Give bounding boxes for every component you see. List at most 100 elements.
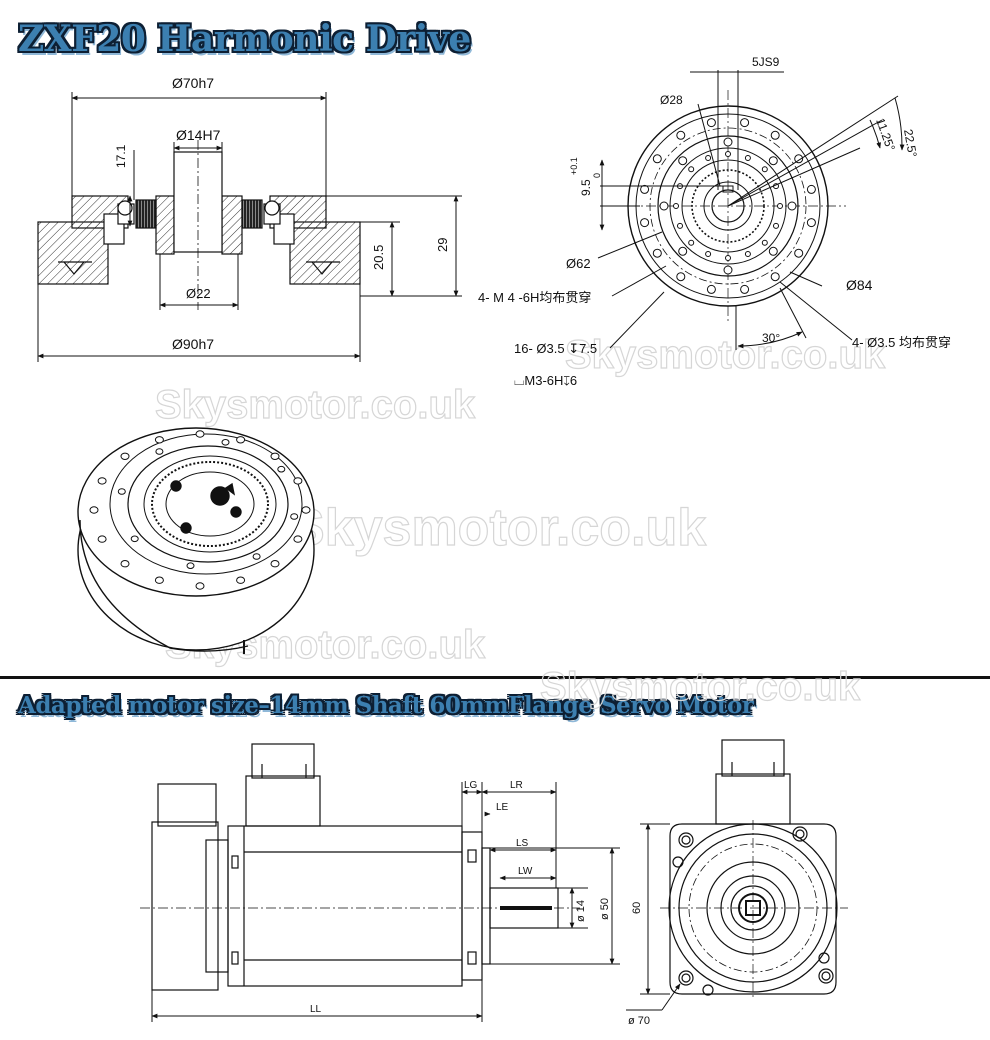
label-angle-22-5: 22.5° <box>901 128 920 158</box>
dim-22: Ø22 <box>186 286 211 301</box>
mounting-hole <box>277 465 286 473</box>
mounting-hole <box>740 284 750 294</box>
harmonic-3d-view <box>77 427 315 654</box>
dim-17-1: 17.1 <box>114 144 128 168</box>
mounting-hole <box>117 488 126 495</box>
mounting-hole <box>652 154 662 164</box>
mounting-hole <box>293 535 303 543</box>
label-m4-holes: 4- M 4 -6H均布贯穿 <box>478 290 591 305</box>
mounting-hole <box>186 562 195 570</box>
mounting-hole <box>195 582 205 590</box>
mounting-hole <box>794 154 804 164</box>
mounting-hole <box>89 506 99 514</box>
motor-side-labels: LG LR LE LS LW ø 14 ø 50 LL <box>310 780 611 1015</box>
mounting-hole <box>659 201 669 211</box>
label-h-9-5: 9.5 <box>579 179 593 196</box>
mounting-hole <box>770 130 780 140</box>
mounting-hole <box>270 560 280 568</box>
label-d84: Ø84 <box>846 277 873 293</box>
mounting-hole <box>806 184 816 194</box>
3d-view-holes <box>89 430 311 590</box>
mounting-hole <box>761 166 768 173</box>
mounting-hole <box>777 203 783 209</box>
watermark-5: Skysmotor.co.uk <box>540 665 861 709</box>
label-lg: LG <box>464 780 478 791</box>
mounting-hole <box>725 151 731 157</box>
label-d14: ø 14 <box>575 900 587 922</box>
mounting-hole <box>120 452 130 460</box>
mounting-hole <box>706 118 716 128</box>
mounting-hole <box>673 203 679 209</box>
mounting-hole <box>97 477 107 485</box>
label-d62: Ø62 <box>566 256 591 271</box>
mounting-hole <box>768 156 778 166</box>
motor-front-dimensions <box>626 823 681 1011</box>
mounting-hole <box>723 137 733 147</box>
dim-20-5: 20.5 <box>371 245 386 270</box>
mounting-hole <box>761 239 768 246</box>
section-dimensions <box>37 92 462 362</box>
label-lr: LR <box>510 780 523 791</box>
mounting-hole <box>806 218 816 228</box>
mounting-hole <box>301 506 311 514</box>
label-tol-zero: 0 <box>592 173 602 178</box>
mounting-hole <box>154 436 164 444</box>
mounting-hole <box>676 272 686 282</box>
front-view-holes <box>640 118 816 294</box>
label-d28: Ø28 <box>660 93 683 107</box>
mounting-hole <box>787 201 797 211</box>
mounting-hole <box>678 246 688 256</box>
mounting-hole <box>773 222 779 229</box>
mounting-hole <box>794 248 804 258</box>
mounting-hole <box>293 477 303 485</box>
section-divider <box>0 676 990 679</box>
mounting-hole <box>640 184 650 194</box>
label-angle-30: 30° <box>762 331 780 345</box>
mounting-hole <box>640 218 650 228</box>
mounting-hole <box>723 265 733 275</box>
label-keyway: 5JS9 <box>752 55 780 69</box>
dim-outer-90: Ø90h7 <box>172 336 214 352</box>
mounting-hole <box>120 560 130 568</box>
motor-front-view <box>660 739 848 1000</box>
mounting-hole <box>652 248 662 258</box>
mounting-hole <box>221 439 230 446</box>
label-tol-plus: +0.1 <box>569 157 579 175</box>
mounting-hole <box>770 272 780 282</box>
harmonic-cross-section <box>37 140 361 310</box>
label-le: LE <box>496 802 509 813</box>
mounting-hole <box>744 155 751 161</box>
label-60: 60 <box>631 902 643 914</box>
mounting-hole <box>688 239 695 246</box>
mounting-hole <box>195 430 205 438</box>
watermark-1: Skysmotor.co.uk <box>155 383 476 427</box>
label-d50: ø 50 <box>599 898 611 920</box>
mounting-hole <box>706 284 716 294</box>
mounting-hole <box>677 222 683 229</box>
label-angle-11-25: 11.25° <box>873 116 898 153</box>
mounting-hole <box>688 166 695 173</box>
mounting-hole <box>678 156 688 166</box>
mounting-hole <box>740 118 750 128</box>
mounting-hole <box>252 553 261 560</box>
mounting-hole <box>236 436 246 444</box>
label-d70: ø 70 <box>628 1015 650 1027</box>
dim-bore-14: Ø14H7 <box>176 127 221 143</box>
product-title: ZXF20 Harmonic Drive <box>18 18 471 60</box>
motor-front-labels: 60 ø 70 <box>628 902 650 1027</box>
label-ls: LS <box>516 838 529 849</box>
mounting-hole <box>130 535 139 543</box>
mounting-hole <box>290 513 299 520</box>
label-lw: LW <box>518 866 533 877</box>
motor-side-dimensions <box>151 782 620 1022</box>
mounting-hole <box>744 251 751 257</box>
motor-section-title: Adapted motor size–14mm Shaft 60mmFlange… <box>18 692 754 719</box>
mounting-hole <box>155 448 164 455</box>
mounting-hole <box>97 535 107 543</box>
mounting-hole <box>236 576 246 584</box>
mounting-hole <box>768 246 778 256</box>
label-counterbore: ⌴M3-6H↧6 <box>514 373 577 388</box>
motor-side-view <box>140 743 580 991</box>
label-ll: LL <box>310 1004 322 1015</box>
